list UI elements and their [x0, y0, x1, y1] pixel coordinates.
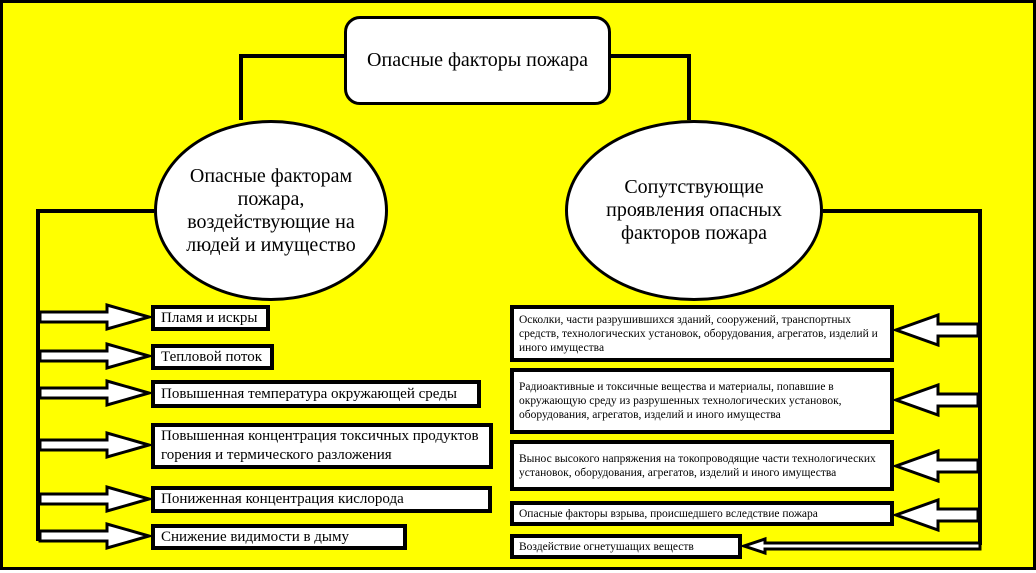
arrow-to-right-item-4: [891, 497, 980, 533]
left-item-4: Повышенная концентрация токсичных продук…: [151, 423, 493, 469]
arrow-to-left-item-1: [38, 303, 155, 331]
arrow-to-right-item-5: [739, 536, 982, 556]
left-item-2: Тепловой поток: [151, 344, 274, 370]
diagram-title: Опасные факторы пожара: [344, 16, 611, 105]
connector-lines: [36, 54, 982, 556]
arrow-to-left-item-4: [38, 431, 155, 459]
right-item-2: Радиоактивные и токсичные вещества и мат…: [510, 368, 894, 434]
arrow-to-left-item-6: [38, 522, 155, 550]
left-item-5: Пониженная концентрация кислорода: [151, 486, 492, 513]
left-group-node: Опасные факторам пожара, воздействующие …: [154, 120, 388, 301]
connector-left-spine: [36, 209, 154, 541]
arrow-to-left-item-2: [38, 342, 155, 370]
right-group-label: Сопутствующие проявления опасных факторо…: [606, 176, 782, 244]
connector-right-spine: [823, 209, 982, 545]
right-item-4: Опасные факторы взрыва, происшедшего всл…: [510, 501, 894, 526]
connector-title-right: [611, 54, 691, 120]
arrow-to-left-item-3: [38, 379, 155, 407]
right-item-5: Воздействие огнетушащих веществ: [510, 534, 742, 559]
left-item-3: Повышенная температура окружающей среды: [151, 380, 481, 408]
connector-title-left: [239, 54, 344, 120]
arrow-to-right-item-1: [891, 312, 980, 348]
left-item-1: Пламя и искры: [151, 305, 270, 331]
arrow-to-right-item-2: [891, 382, 980, 418]
right-item-1: Осколки, части разрушившихся зданий, соо…: [510, 305, 894, 362]
left-item-6: Снижение видимости в дыму: [151, 524, 407, 550]
right-item-3: Вынос высокого напряжения на токопроводя…: [510, 440, 894, 491]
right-group-node: Сопутствующие проявления опасных факторо…: [565, 120, 823, 301]
left-group-label: Опасные факторам пожара, воздействующие …: [186, 164, 356, 256]
arrow-to-right-item-3: [891, 448, 980, 484]
arrow-to-left-item-5: [38, 485, 155, 513]
